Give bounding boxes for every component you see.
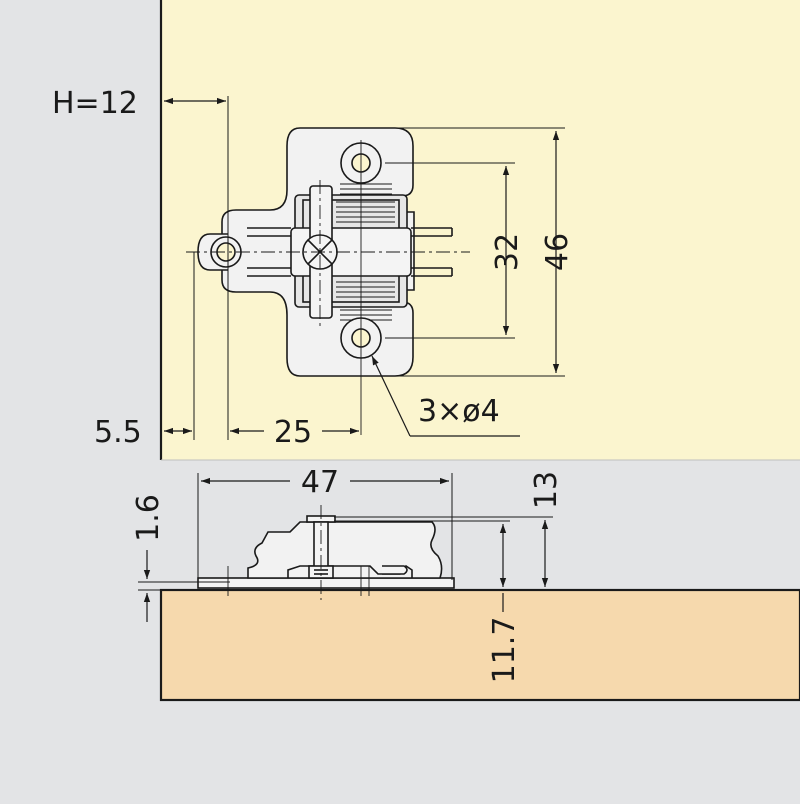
holes-label: 3×ø4 [418, 394, 500, 429]
plate-profile [247, 521, 443, 579]
thickness-label: 1.6 [131, 494, 166, 542]
base-plate [197, 577, 455, 589]
side-view-centre-lines [227, 505, 370, 600]
base-height-label: 11.7 [487, 617, 522, 684]
vertical-outer-dimension-label: 46 [540, 233, 575, 271]
width-dimension-label: 47 [301, 465, 339, 500]
side-view-extension-lines [138, 473, 553, 591]
vertical-inner-dimension-label: 32 [490, 233, 525, 271]
wood-board [159, 588, 800, 702]
mounting-plate-side-view [197, 515, 455, 589]
top-view-extension-lines [193, 96, 565, 440]
side-view-dimension-lines [143, 477, 549, 622]
height-label: H=12 [52, 86, 138, 121]
total-height-label: 13 [529, 471, 564, 509]
horizontal-dimension-label: 25 [274, 415, 312, 450]
edge-offset-label: 5.5 [94, 415, 142, 450]
top-view-centre-lines [186, 140, 470, 435]
top-view-dimension-lines [164, 97, 560, 437]
